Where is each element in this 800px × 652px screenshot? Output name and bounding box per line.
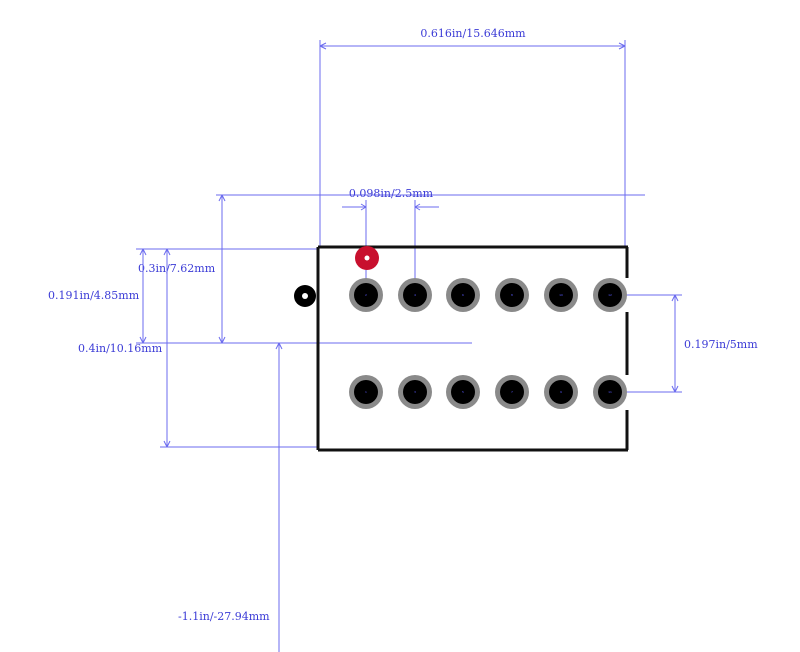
dimension-overall-width: 0.616in/15.646mm — [319, 27, 626, 246]
pad-hole — [403, 283, 427, 307]
pin1-marker — [355, 246, 379, 270]
pad-number: 6 — [462, 293, 464, 297]
dimension-row-spacing: 0.197in/5mm — [610, 294, 758, 393]
dimension-row-offset-a: 0.3in/7.62mm — [138, 194, 226, 344]
pad-hole — [549, 380, 573, 404]
pad-bottom-11: 11 — [593, 375, 627, 409]
pad-array: 2 4 6 8 10 12 1 3 5 7 9 11 — [349, 278, 627, 409]
pad-hole — [598, 380, 622, 404]
pitch-label: 0.098in/2.5mm — [349, 187, 434, 200]
pad-number: 12 — [608, 293, 612, 297]
pad-number: 4 — [414, 293, 416, 297]
pad-number: 8 — [511, 293, 513, 297]
dimension-row-spacing-total: 0.4in/10.16mm — [78, 248, 318, 448]
pad-number: 2 — [365, 293, 367, 297]
dimension-origin-offset: -1.1in/-27.94mm — [178, 342, 283, 652]
pad-top-10: 10 — [544, 278, 578, 312]
pad-bottom-5: 5 — [446, 375, 480, 409]
row-spacing-label: 0.197in/5mm — [684, 338, 758, 351]
dimension-row-offset-b: 0.191in/4.85mm — [48, 248, 147, 344]
pad-bottom-7: 7 — [495, 375, 529, 409]
pad-number: 11 — [608, 390, 612, 394]
pad-bottom-1: 1 — [349, 375, 383, 409]
origin-offset-label: -1.1in/-27.94mm — [178, 610, 270, 623]
row-spacing-total-label: 0.4in/10.16mm — [78, 342, 163, 355]
pad-hole — [500, 380, 524, 404]
pad-number: 10 — [559, 293, 563, 297]
pad-top-6: 6 — [446, 278, 480, 312]
pad-number: 3 — [414, 390, 416, 394]
pad-hole — [549, 283, 573, 307]
pad-top-2: 2 — [349, 278, 383, 312]
pad-top-8: 8 — [495, 278, 529, 312]
pad-number: 5 — [462, 390, 464, 394]
pad-number: 9 — [560, 390, 562, 394]
pad-number: 1 — [365, 390, 367, 394]
row-offset-b-label: 0.191in/4.85mm — [48, 289, 140, 302]
pad-hole — [354, 283, 378, 307]
package-body-outline — [316, 245, 629, 452]
dimension-pitch: 0.098in/2.5mm — [342, 187, 439, 292]
orientation-dot — [294, 285, 316, 307]
pad-bottom-9: 9 — [544, 375, 578, 409]
pad-bottom-3: 3 — [398, 375, 432, 409]
pad-top-12: 12 — [593, 278, 627, 312]
pad-hole — [403, 380, 427, 404]
pad-number: 7 — [511, 390, 513, 394]
row-offset-a-label: 0.3in/7.62mm — [138, 262, 216, 275]
pad-hole — [500, 283, 524, 307]
overall-width-label: 0.616in/15.646mm — [420, 27, 526, 40]
pad-hole — [354, 380, 378, 404]
pad-top-4: 4 — [398, 278, 432, 312]
pad-hole — [598, 283, 622, 307]
pad-hole — [451, 283, 475, 307]
pad-hole — [451, 380, 475, 404]
